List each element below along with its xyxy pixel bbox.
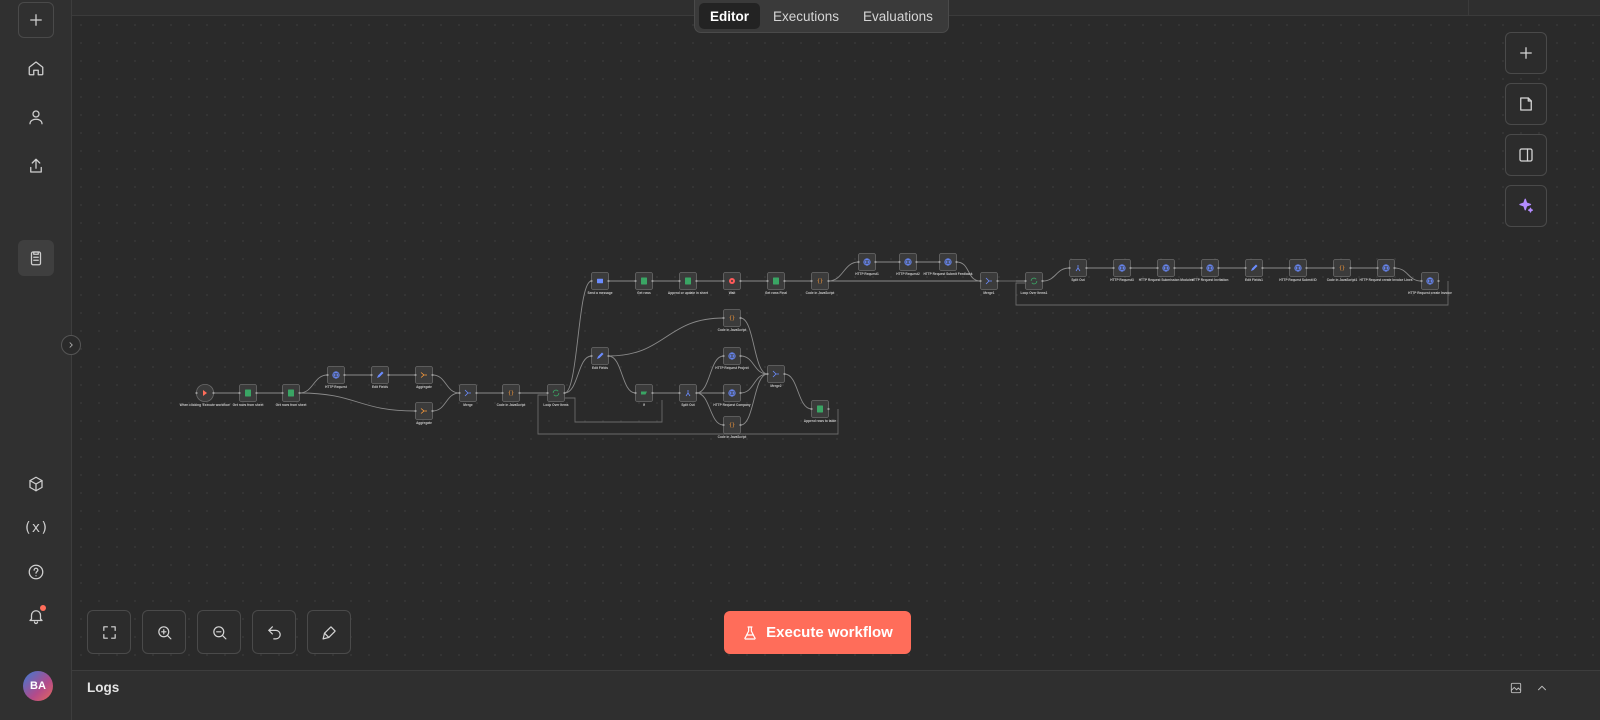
help-icon (28, 564, 44, 580)
clipboard-icon (30, 251, 42, 266)
sticky-note-icon (1520, 97, 1532, 111)
zoom-in-icon (157, 625, 171, 639)
sidebar-item-home[interactable] (18, 50, 54, 86)
fit-view-icon (102, 625, 116, 639)
logs-expand-button[interactable] (1534, 680, 1550, 696)
chevron-up-icon (1538, 685, 1546, 691)
sparkles-icon (1519, 198, 1534, 213)
add-button[interactable] (18, 2, 54, 38)
undo-button[interactable] (252, 610, 296, 654)
zoom-in-button[interactable] (142, 610, 186, 654)
add-sticky-note-button[interactable] (1505, 83, 1547, 125)
flask-icon (744, 625, 756, 640)
plus-icon (30, 14, 42, 26)
sidebar-item-shared[interactable] (18, 148, 54, 184)
sidebar-item-variables[interactable]: (x) (18, 510, 54, 546)
image-icon (1510, 682, 1522, 694)
panel-icon (1519, 148, 1533, 162)
sidebar-item-packages[interactable] (18, 466, 54, 502)
chevron-right-icon (69, 342, 73, 348)
logs-title: Logs (87, 680, 120, 695)
tidy-up-icon (322, 625, 336, 639)
zoom-out-icon (212, 625, 226, 639)
sidebar-collapse-toggle[interactable] (61, 335, 81, 355)
sidebar-item-notifications[interactable] (18, 598, 54, 634)
tidy-up-button[interactable] (307, 610, 351, 654)
logs-popout-button[interactable] (1508, 680, 1524, 696)
logs-panel[interactable]: Logs (72, 670, 1600, 720)
home-icon (28, 61, 44, 76)
notification-dot (40, 605, 46, 611)
sidebar: (x) BA (0, 0, 72, 720)
fit-view-button[interactable] (87, 610, 131, 654)
plus-icon (1520, 47, 1532, 59)
top-bar-divider (1468, 0, 1469, 16)
bell-icon (29, 610, 43, 625)
sidebar-item-templates[interactable] (18, 240, 54, 276)
toggle-panel-button[interactable] (1505, 134, 1547, 176)
share-icon (30, 158, 42, 173)
zoom-out-button[interactable] (197, 610, 241, 654)
execute-workflow-label: Execute workflow (766, 624, 893, 641)
undo-icon (267, 625, 281, 639)
tab-executions[interactable]: Executions (773, 8, 840, 24)
avatar[interactable]: BA (23, 671, 53, 701)
ai-assistant-button[interactable] (1505, 185, 1547, 227)
add-node-button[interactable] (1505, 32, 1547, 74)
tab-editor[interactable]: Editor (699, 3, 760, 29)
tab-evaluations[interactable]: Evaluations (863, 8, 933, 24)
box-icon (29, 476, 43, 492)
variables-icon: (x) (23, 520, 49, 536)
sidebar-item-personal[interactable] (18, 99, 54, 135)
execute-workflow-button[interactable]: Execute workflow (724, 611, 911, 654)
workflow-canvas[interactable] (72, 16, 1600, 670)
sidebar-item-help[interactable] (18, 554, 54, 590)
view-tabs: Editor Executions Evaluations (694, 0, 949, 33)
user-icon (29, 110, 43, 125)
